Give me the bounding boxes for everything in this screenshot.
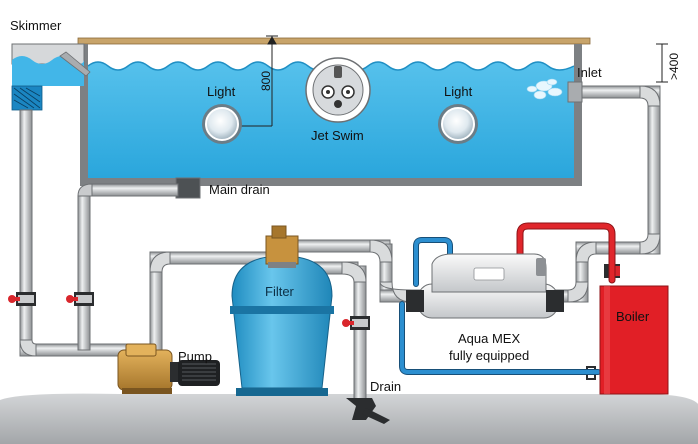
light-left-label: Light [207, 84, 236, 99]
pool-light-left [202, 104, 242, 144]
jet-swim-label: Jet Swim [311, 128, 364, 143]
boiler-label: Boiler [616, 309, 650, 324]
pipe-elbows [19, 85, 661, 357]
clearance-dimension [656, 43, 668, 83]
valve-main-drain [66, 292, 94, 306]
valve-drain [342, 316, 370, 330]
drain-label: Drain [370, 379, 402, 394]
clearance-label: >400 [667, 52, 681, 80]
cold-water-pipe [399, 237, 601, 375]
depth-dimension [240, 35, 278, 127]
light-right-label: Light [444, 84, 473, 99]
hot-water-pipe [516, 222, 616, 284]
jet-swim-unit [305, 57, 371, 123]
skimmer-label: Skimmer [10, 18, 62, 33]
inlet-label: Inlet [577, 65, 602, 80]
filter-label: Filter [265, 284, 294, 299]
pool-deck [77, 37, 591, 45]
pump-unit [117, 343, 220, 394]
drain-outlet [346, 398, 390, 424]
ground [0, 393, 698, 444]
aqua-mex-label-line2: fully equipped [449, 348, 530, 363]
pool-light-right [438, 104, 478, 144]
skimmer [11, 43, 91, 111]
depth-label: 800 [259, 70, 273, 91]
aqua-mex-unit [406, 253, 564, 319]
main-drain-label: Main drain [209, 182, 270, 197]
valve-skimmer [8, 292, 36, 306]
pipe-network [19, 81, 661, 403]
pool-wall [80, 44, 582, 186]
sand-filter [230, 225, 334, 396]
boiler-unit [599, 285, 669, 395]
pump-label: Pump [178, 349, 212, 364]
inlet-jet-bubbles [526, 78, 563, 100]
aqua-mex-label-line1: Aqua MEX [458, 331, 521, 346]
